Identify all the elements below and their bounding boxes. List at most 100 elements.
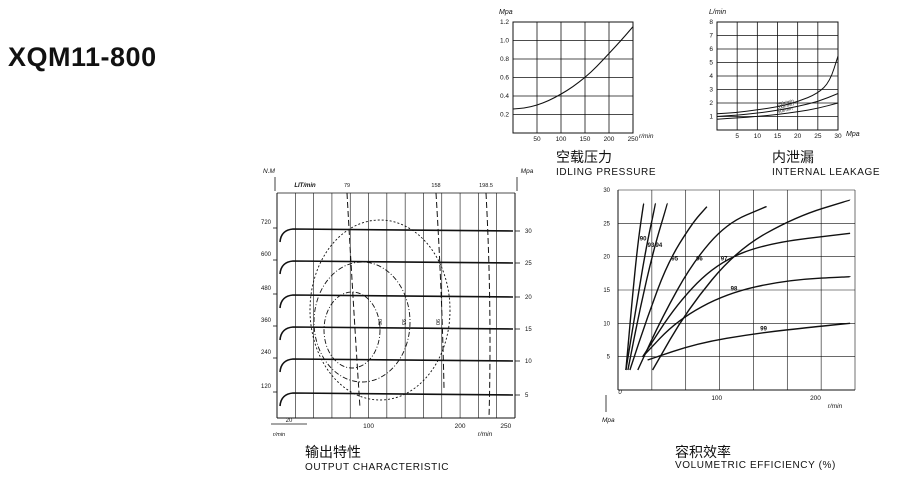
volumetric-origin: 0 bbox=[618, 390, 622, 396]
output-xtick: 100 bbox=[363, 423, 374, 430]
output-efficiency-label: 90 bbox=[434, 319, 440, 325]
idling-xlabel: r/min bbox=[639, 133, 654, 140]
output-pressure-tick: 15 bbox=[525, 327, 532, 333]
output-torque-line bbox=[279, 326, 514, 341]
leakage-series-label: 50r/min bbox=[777, 106, 793, 115]
idling-xtick: 150 bbox=[580, 136, 591, 143]
output-torque-tick: 720 bbox=[261, 220, 272, 226]
volumetric-series-label: 94 bbox=[656, 243, 663, 249]
leakage-series-label: 100r/min bbox=[776, 101, 795, 110]
leakage-ytick: 1 bbox=[709, 114, 713, 121]
leakage-ytick: 4 bbox=[709, 73, 713, 80]
output-flow-label: LIT/min bbox=[294, 183, 316, 189]
output-torque-line bbox=[279, 392, 514, 407]
output-efficiency-contour bbox=[313, 261, 411, 383]
volumetric-curve bbox=[625, 202, 645, 371]
leakage-xtick: 15 bbox=[774, 133, 782, 140]
leakage-ytick: 3 bbox=[709, 87, 713, 94]
leakage-ytick: 8 bbox=[709, 19, 713, 26]
output-start-unit: r/min bbox=[273, 432, 285, 438]
idling-xtick: 100 bbox=[556, 136, 567, 143]
volumetric-xlabel: r/min bbox=[828, 403, 843, 410]
volumetric-title-cn: 容积效率 bbox=[675, 445, 731, 461]
idling-ylabel: Mpa bbox=[499, 9, 513, 16]
volumetric-curve bbox=[647, 322, 851, 361]
leakage-curve bbox=[716, 55, 839, 115]
output-flow-curve bbox=[346, 192, 361, 409]
volumetric-series-label: 95 bbox=[671, 256, 678, 262]
output-pressure-tick: 20 bbox=[525, 295, 532, 301]
idling-ytick: 1.2 bbox=[500, 19, 509, 26]
output-flow-curve bbox=[435, 192, 445, 389]
volumetric-series-label: 97 bbox=[721, 256, 728, 262]
leakage-xtick: 25 bbox=[814, 133, 822, 140]
output-efficiency-label: 96 bbox=[376, 319, 382, 325]
volumetric-series-label: 98 bbox=[731, 286, 738, 292]
leakage-xtick: 10 bbox=[754, 133, 762, 140]
output-pressure-tick: 10 bbox=[525, 359, 532, 365]
idling-ytick: 1.0 bbox=[500, 38, 509, 45]
idling-xtick: 50 bbox=[533, 136, 541, 143]
leakage-curve bbox=[716, 102, 839, 120]
output-ylabel-left: N.M bbox=[263, 168, 276, 175]
output-efficiency-label: 93 bbox=[400, 319, 406, 325]
leakage-title-cn: 内泄漏 bbox=[772, 150, 814, 166]
leakage-curve bbox=[716, 93, 839, 117]
leakage-title-en: INTERNAL LEAKAGE bbox=[772, 167, 881, 178]
output-torque-tick: 120 bbox=[261, 384, 272, 390]
output-torque-line bbox=[279, 228, 514, 243]
output-pressure-tick: 30 bbox=[525, 229, 532, 235]
output-start-label: 20 bbox=[286, 418, 293, 424]
output-pressure-tick: 25 bbox=[525, 261, 532, 267]
leakage-ylabel: L/min bbox=[709, 9, 726, 16]
output-title-cn: 输出特性 bbox=[305, 445, 361, 461]
leakage-ytick: 6 bbox=[709, 46, 713, 53]
output-torque-tick: 600 bbox=[261, 252, 272, 258]
output-torque-line bbox=[279, 358, 514, 373]
volumetric-ytick: 20 bbox=[603, 255, 610, 261]
volumetric-series-label: 90 bbox=[640, 236, 647, 242]
volumetric-curve bbox=[625, 202, 657, 371]
volumetric-curve bbox=[629, 206, 708, 371]
leakage-xtick: 30 bbox=[834, 133, 842, 140]
volumetric-xtick: 100 bbox=[711, 395, 722, 402]
leakage-xtick: 5 bbox=[735, 133, 739, 140]
volumetric-ytick: 25 bbox=[603, 221, 610, 227]
volumetric-series-label: 96 bbox=[696, 256, 703, 262]
output-efficiency-contour bbox=[309, 219, 451, 401]
leakage-ytick: 7 bbox=[709, 33, 713, 40]
output-flow-tick: 198.5 bbox=[479, 183, 493, 189]
idling-ytick: 0.8 bbox=[500, 56, 509, 63]
volumetric-curve bbox=[642, 232, 851, 358]
output-flow-curve bbox=[485, 192, 491, 419]
output-efficiency-contour bbox=[323, 291, 381, 369]
output-xtick: 200 bbox=[455, 423, 466, 430]
leakage-series-label: 250r/min bbox=[776, 98, 795, 107]
idling-xtick: 200 bbox=[604, 136, 615, 143]
volumetric-ytick: 10 bbox=[603, 321, 610, 327]
output-title-en: OUTPUT CHARACTERISTIC bbox=[305, 462, 450, 473]
volumetric-series-label: 93 bbox=[648, 243, 655, 249]
leakage-ytick: 5 bbox=[709, 60, 713, 67]
idling-title-cn: 空载压力 bbox=[556, 150, 612, 166]
output-torque-line bbox=[279, 260, 514, 275]
output-ylabel-right: Mpa bbox=[521, 168, 534, 175]
leakage-xlabel: Mpa bbox=[846, 131, 860, 138]
output-torque-line bbox=[279, 294, 514, 309]
output-flow-tick: 79 bbox=[344, 183, 350, 189]
volumetric-ytick: 5 bbox=[607, 355, 611, 361]
volumetric-curve bbox=[627, 202, 669, 371]
idling-curve bbox=[512, 26, 634, 110]
model-title: XQM11-800 bbox=[8, 42, 157, 72]
output-torque-tick: 240 bbox=[261, 350, 272, 356]
output-torque-tick: 360 bbox=[261, 318, 272, 324]
idling-ytick: 0.2 bbox=[500, 112, 509, 119]
volumetric-ylabel: Mpa bbox=[602, 417, 615, 424]
idling-xtick: 250 bbox=[628, 136, 639, 143]
volumetric-ytick: 15 bbox=[603, 288, 610, 294]
output-xtick: 250 bbox=[500, 423, 511, 430]
output-pressure-tick: 5 bbox=[525, 393, 529, 399]
volumetric-xtick: 200 bbox=[810, 395, 821, 402]
idling-ytick: 0.4 bbox=[500, 93, 509, 100]
